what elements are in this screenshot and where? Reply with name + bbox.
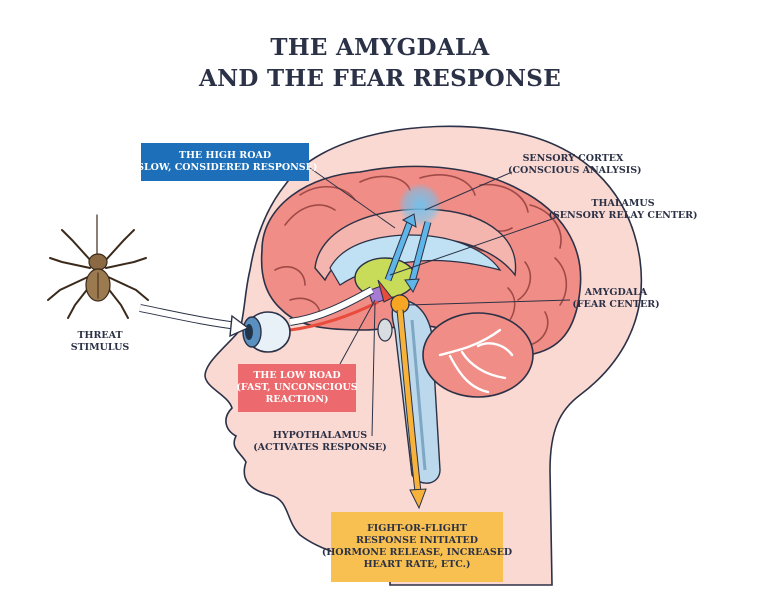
low-road-path [289,300,379,332]
title-line-1: THE AMYGDALA [270,34,490,61]
arbor-vitae [438,328,514,394]
amygdala-title: AMYGDALA [584,287,648,298]
low-road-box: THE LOW ROAD (FAST, UNCONSCIOUS REACTION… [236,364,358,412]
sensory-cortex-glow [398,183,442,227]
spider-icon [47,214,149,319]
label-pointers [309,167,571,437]
fof-line-3: (HORMONE RELEASE, INCREASED [321,547,513,558]
title-line-2: AND THE FEAR RESPONSE [198,65,562,92]
low-road-line-3: REACTION) [265,394,329,405]
high-road-box: THE HIGH ROAD (SLOW, CONSIDERED RESPONSE… [133,143,317,181]
fof-line-2: RESPONSE INITIATED [356,535,478,546]
eye-icon [242,311,291,353]
sensory-cortex-title: SENSORY CORTEX [522,153,624,164]
amygdala-label: AMYGDALA (FEAR CENTER) [566,287,666,311]
thalamus-title: THALAMUS [591,198,655,209]
low-road-title: THE LOW ROAD [253,370,341,381]
hypothalamus-subtitle: (ACTIVATES RESPONSE) [253,442,387,453]
hypothalamus-label: HYPOTHALAMUS (ACTIVATES RESPONSE) [252,430,388,454]
high-road-arrows [384,213,432,294]
fight-or-flight-arrow [396,309,427,510]
high-road-subtitle: (SLOW, CONSIDERED RESPONSE) [132,162,318,173]
sensory-cortex-label: SENSORY CORTEX (CONSCIOUS ANALYSIS) [508,153,642,177]
high-road-title: THE HIGH ROAD [178,150,272,161]
fof-line-1: FIGHT-OR-FLIGHT [367,523,467,534]
fight-or-flight-box: FIGHT-OR-FLIGHT RESPONSE INITIATED (HORM… [322,512,512,582]
sensory-cortex-subtitle: (CONSCIOUS ANALYSIS) [508,165,642,176]
fof-line-4: HEART RATE, ETC.) [363,559,471,570]
cerebellum [422,312,534,398]
thalamus-subtitle: (SENSORY RELAY CENTER) [548,210,698,221]
diagram-title: THE AMYGDALA AND THE FEAR RESPONSE [0,32,760,94]
hypothalamus-title: HYPOTHALAMUS [272,430,368,441]
thalamus-label: THALAMUS (SENSORY RELAY CENTER) [548,198,698,222]
threat-stimulus-label: THREAT STIMULUS [60,330,140,354]
threat-line-2: STIMULUS [70,342,130,353]
threat-line-1: THREAT [77,330,123,341]
low-road-line-2: (FAST, UNCONSCIOUS [236,382,358,393]
amygdala-subtitle: (FEAR CENTER) [572,299,660,310]
